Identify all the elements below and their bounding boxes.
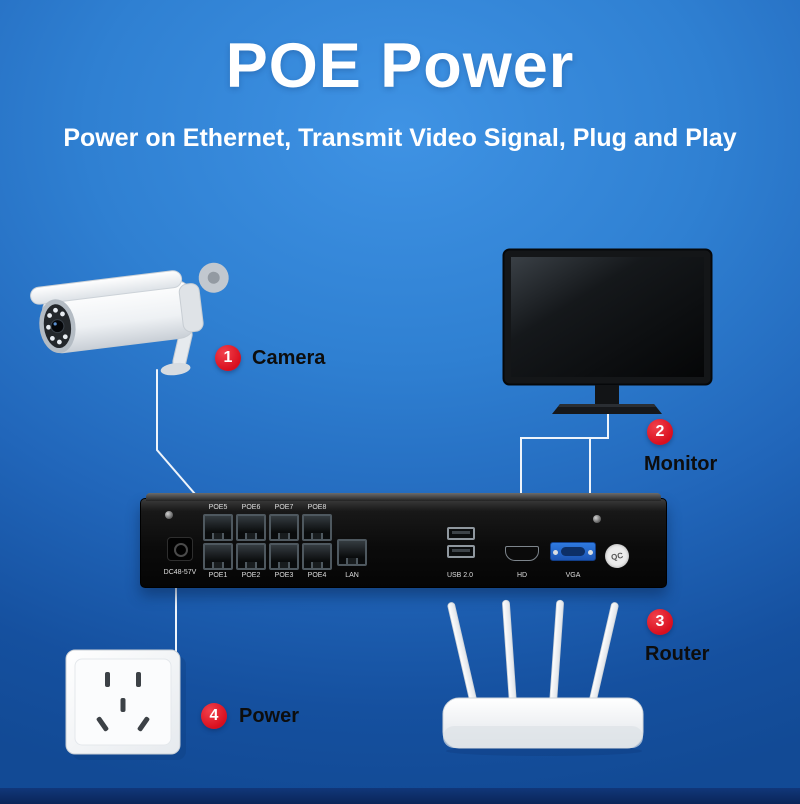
poe-port — [236, 543, 266, 570]
poe-port-label: POE7 — [274, 504, 294, 511]
poe-port — [236, 514, 266, 541]
callout-badge-router: 3 — [647, 609, 673, 635]
nvr-device: DC48-57V POE5 POE6 POE7 POE8 POE1 POE2 P… — [140, 493, 667, 588]
vga-port — [550, 542, 596, 561]
poe-port-label: POE3 — [274, 572, 294, 579]
callout-badge-power: 4 — [201, 703, 227, 729]
callout-label-router: Router — [645, 643, 710, 665]
camera-ir-leds — [46, 307, 68, 345]
callout-label-monitor: Monitor — [644, 453, 718, 475]
poe-port-label: POE8 — [307, 504, 327, 511]
power-socket-illustration — [65, 649, 186, 760]
callout-badge-monitor: 2 — [647, 419, 673, 445]
poe-port — [302, 514, 332, 541]
monitor-neck — [595, 385, 619, 404]
poe-port-label: POE5 — [208, 504, 228, 511]
poe-port-label: POE4 — [307, 572, 327, 579]
dc-power-jack — [167, 537, 193, 561]
poe-port — [302, 543, 332, 570]
callout-label-camera: Camera — [252, 347, 326, 369]
poe-port-label: POE1 — [208, 572, 228, 579]
monitor-illustration — [502, 248, 713, 414]
camera-rear-cap — [178, 283, 204, 333]
screw-icon — [165, 511, 173, 519]
poe-port — [269, 514, 299, 541]
monitor-screen — [511, 257, 704, 377]
screw-icon — [593, 515, 601, 523]
vga-label: VGA — [565, 572, 581, 579]
page-title: POE Power — [225, 31, 575, 101]
lan-label: LAN — [345, 572, 359, 579]
poe-port-label: POE2 — [241, 572, 261, 579]
vga-dsub-inner — [561, 547, 585, 556]
router-antenna — [549, 599, 564, 705]
router-antennas — [447, 599, 619, 705]
callout-label-power: Power — [239, 705, 300, 727]
camera-sunshade — [30, 270, 183, 305]
socket-slots — [96, 672, 150, 732]
router-body-lower — [443, 726, 643, 748]
bottom-bar — [0, 788, 800, 804]
callout-badge-camera: 1 — [215, 345, 241, 371]
camera-bracket-base — [160, 362, 191, 376]
router-antenna — [588, 602, 619, 705]
poe-port — [203, 514, 233, 541]
poe-port — [203, 543, 233, 570]
hdmi-label: HD — [516, 572, 528, 579]
router-antenna — [502, 599, 517, 705]
usb-port — [447, 545, 475, 558]
page-subtitle: Power on Ethernet, Transmit Video Signal… — [63, 124, 737, 152]
qc-sticker: QC — [602, 541, 632, 571]
router-illustration — [442, 599, 644, 756]
usb-label: USB 2.0 — [446, 572, 474, 579]
poe-port-label: POE6 — [241, 504, 261, 511]
lan-port — [337, 539, 367, 566]
dc-label: DC48-57V — [163, 569, 197, 576]
poe-port — [269, 543, 299, 570]
camera-illustration — [30, 262, 229, 376]
usb-port — [447, 527, 475, 540]
hdmi-port — [505, 546, 539, 561]
router-antenna — [447, 602, 478, 705]
